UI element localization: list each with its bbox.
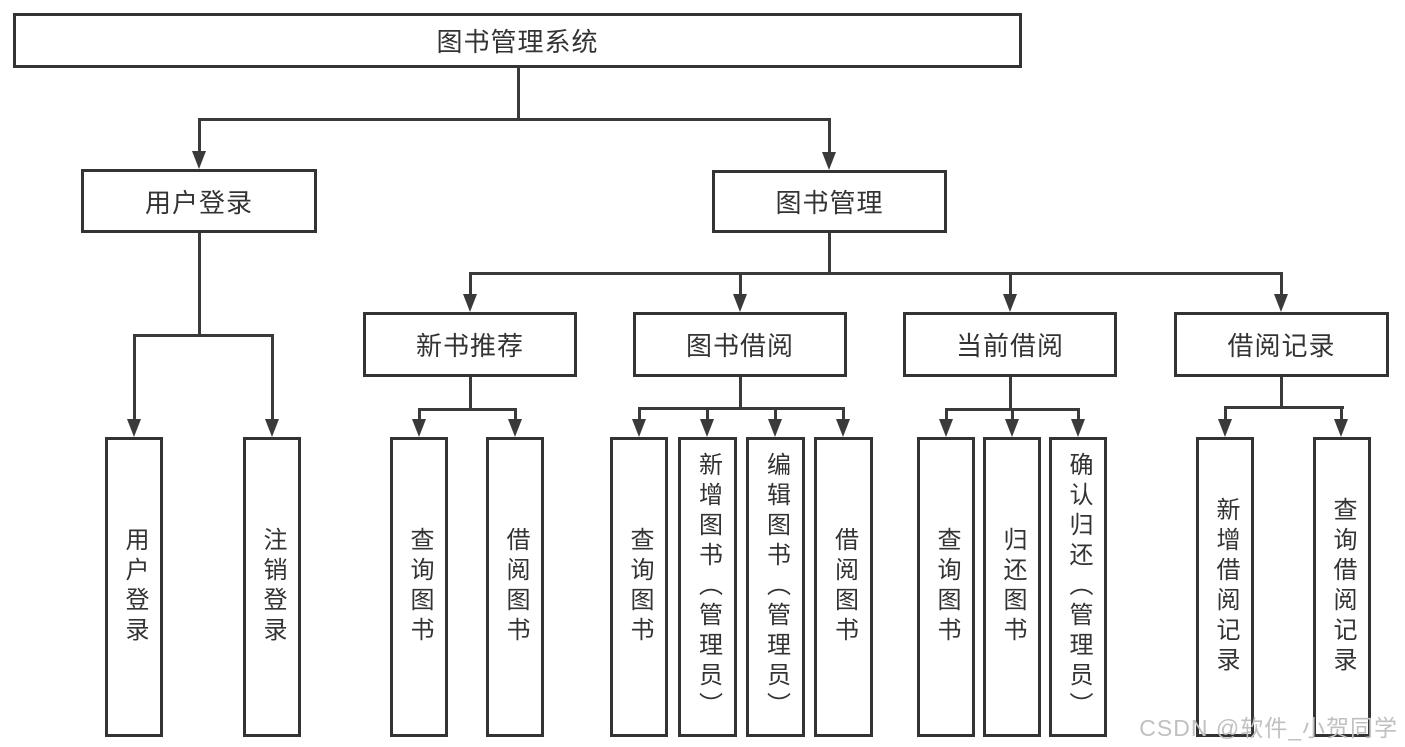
connector-line bbox=[1280, 274, 1283, 296]
connector-line bbox=[198, 118, 831, 121]
arrow-down-icon bbox=[1218, 419, 1232, 437]
connector-line bbox=[198, 120, 201, 152]
arrow-down-icon bbox=[632, 419, 646, 437]
leaf-nb-query-books: 查询图书 bbox=[390, 437, 448, 737]
connector-line bbox=[1009, 274, 1012, 296]
node-current-borrow-label: 当前借阅 bbox=[955, 331, 1064, 361]
connector-line bbox=[828, 233, 831, 274]
connector-line bbox=[739, 377, 742, 409]
connector-line bbox=[469, 274, 472, 296]
connector-line bbox=[1224, 408, 1227, 421]
node-book-borrow-label: 图书借阅 bbox=[685, 331, 794, 361]
arrow-down-icon bbox=[700, 419, 714, 437]
arrow-down-icon bbox=[508, 419, 522, 437]
connector-line bbox=[774, 409, 777, 421]
connector-line bbox=[1280, 377, 1283, 408]
connector-line bbox=[945, 410, 948, 421]
watermark: CSDN @软件_小贺同学 bbox=[1139, 715, 1398, 741]
leaf-br-query-record-label: 查询借阅记录 bbox=[1329, 497, 1356, 677]
node-root-label: 图书管理系统 bbox=[436, 27, 599, 57]
leaf-cb-return-books-label: 归还图书 bbox=[999, 527, 1026, 647]
leaf-cb-query-books: 查询图书 bbox=[917, 437, 975, 737]
connector-line bbox=[1340, 408, 1343, 421]
node-new-book-recommend: 新书推荐 bbox=[363, 312, 577, 377]
node-new-book-recommend-label: 新书推荐 bbox=[415, 331, 524, 361]
connector-line bbox=[418, 408, 517, 411]
connector-line bbox=[514, 410, 517, 421]
connector-line bbox=[469, 272, 1283, 275]
connector-line bbox=[706, 409, 709, 421]
arrow-down-icon bbox=[733, 294, 747, 312]
leaf-br-add-record-label: 新增借阅记录 bbox=[1212, 497, 1239, 677]
leaf-cb-confirm-return: 确认归还（管理员） bbox=[1049, 437, 1107, 737]
connector-line bbox=[638, 409, 641, 421]
leaf-logout-label: 注销登录 bbox=[259, 527, 286, 647]
node-borrow-records-label: 借阅记录 bbox=[1227, 331, 1336, 361]
arrow-down-icon bbox=[192, 151, 206, 169]
connector-line bbox=[1009, 377, 1012, 410]
leaf-bb-edit-books-label: 编辑图书（管理员） bbox=[762, 452, 790, 722]
connector-line bbox=[1011, 410, 1014, 421]
connector-line bbox=[271, 336, 274, 421]
connector-line bbox=[842, 409, 845, 421]
arrow-down-icon bbox=[1003, 294, 1017, 312]
leaf-nb-query-books-label: 查询图书 bbox=[406, 527, 433, 647]
connector-line bbox=[133, 334, 274, 337]
leaf-cb-query-books-label: 查询图书 bbox=[933, 527, 960, 647]
arrow-down-icon bbox=[265, 419, 279, 437]
leaf-bb-add-books: 新增图书（管理员） bbox=[678, 437, 737, 737]
leaf-bb-add-books-label: 新增图书（管理员） bbox=[694, 452, 722, 722]
connector-line bbox=[739, 274, 742, 296]
arrow-down-icon bbox=[822, 152, 836, 170]
arrow-down-icon bbox=[463, 294, 477, 312]
leaf-user-login: 用户登录 bbox=[105, 437, 163, 737]
connector-line bbox=[198, 233, 201, 336]
leaf-br-add-record: 新增借阅记录 bbox=[1196, 437, 1254, 737]
arrow-down-icon bbox=[836, 419, 850, 437]
leaf-bb-edit-books: 编辑图书（管理员） bbox=[746, 437, 805, 737]
leaf-br-query-record: 查询借阅记录 bbox=[1313, 437, 1371, 737]
arrow-down-icon bbox=[127, 419, 141, 437]
node-root: 图书管理系统 bbox=[13, 13, 1022, 68]
leaf-nb-borrow-books: 借阅图书 bbox=[486, 437, 544, 737]
connector-line bbox=[945, 408, 1080, 411]
node-borrow-records: 借阅记录 bbox=[1174, 312, 1389, 377]
node-book-management-label: 图书管理 bbox=[775, 188, 884, 218]
leaf-bb-borrow-books-label: 借阅图书 bbox=[830, 527, 858, 647]
node-current-borrow: 当前借阅 bbox=[903, 312, 1117, 377]
leaf-cb-return-books: 归还图书 bbox=[983, 437, 1041, 737]
arrow-down-icon bbox=[412, 419, 426, 437]
node-user-login-label: 用户登录 bbox=[144, 187, 253, 218]
connector-line bbox=[418, 410, 421, 421]
leaf-cb-confirm-return-label: 确认归还（管理员） bbox=[1065, 452, 1092, 722]
leaf-bb-borrow-books: 借阅图书 bbox=[814, 437, 873, 737]
arrow-down-icon bbox=[1005, 419, 1019, 437]
leaf-bb-query-books-label: 查询图书 bbox=[626, 527, 653, 647]
leaf-user-login-label: 用户登录 bbox=[121, 527, 148, 647]
arrow-down-icon bbox=[939, 419, 953, 437]
arrow-down-icon bbox=[1334, 419, 1348, 437]
connector-line bbox=[133, 336, 136, 421]
node-book-management: 图书管理 bbox=[712, 170, 947, 233]
connector-line bbox=[638, 407, 845, 410]
leaf-logout: 注销登录 bbox=[243, 437, 301, 737]
arrow-down-icon bbox=[1071, 419, 1085, 437]
connector-line bbox=[828, 120, 831, 153]
node-user-login: 用户登录 bbox=[81, 169, 317, 233]
connector-line bbox=[469, 377, 472, 410]
arrow-down-icon bbox=[768, 419, 782, 437]
leaf-bb-query-books: 查询图书 bbox=[610, 437, 668, 737]
connector-line bbox=[517, 68, 520, 120]
connector-line bbox=[1224, 406, 1344, 409]
connector-line bbox=[1077, 410, 1080, 421]
arrow-down-icon bbox=[1274, 294, 1288, 312]
leaf-nb-borrow-books-label: 借阅图书 bbox=[502, 527, 529, 647]
node-book-borrow: 图书借阅 bbox=[633, 312, 847, 377]
